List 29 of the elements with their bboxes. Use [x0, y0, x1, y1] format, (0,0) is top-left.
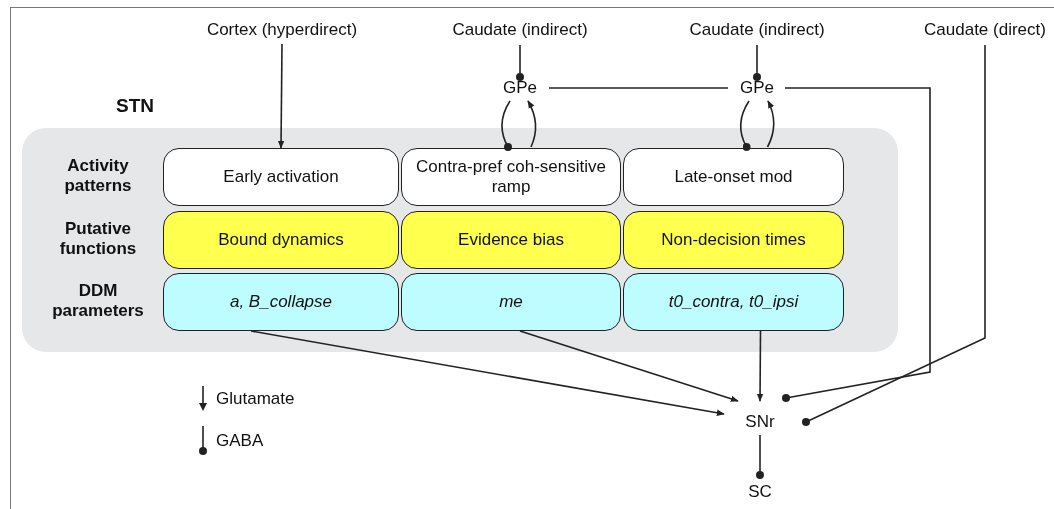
legend-text: GABA	[216, 431, 264, 451]
connector-arrow	[519, 330, 739, 402]
region-label: SC	[746, 481, 774, 503]
legend-text: Glutamate	[216, 389, 295, 409]
row-label: Activity patterns	[63, 155, 133, 197]
connector-arrow	[277, 43, 285, 149]
rounded-box: me	[401, 273, 621, 331]
rounded-box: Bound dynamics	[163, 211, 399, 269]
row-label: DDM parameters	[51, 280, 145, 322]
rounded-box: Evidence bias	[401, 211, 621, 269]
region-label: GPe	[735, 77, 779, 99]
region-label: Caudate (direct)	[918, 19, 1052, 41]
rounded-box: t0_contra, t0_ipsi	[623, 273, 844, 331]
region-label: GPe	[498, 77, 542, 99]
rounded-box: Contra-pref coh-sensitive ramp	[401, 148, 621, 206]
row-label: Putative functions	[58, 218, 138, 260]
connector-arrow	[527, 100, 537, 148]
region-label: Caudate (indirect)	[445, 19, 595, 41]
panel-heading: STN	[116, 95, 154, 117]
region-label: Cortex (hyperdirect)	[190, 19, 374, 41]
connector-arrow	[250, 330, 725, 416]
connector-arrow	[756, 330, 764, 402]
region-label: Caudate (indirect)	[682, 19, 832, 41]
connector-arrow	[766, 100, 775, 148]
rounded-box: Late-onset mod	[623, 148, 844, 206]
region-label: SNr	[740, 411, 780, 433]
rounded-box: Non-decision times	[623, 211, 844, 269]
rounded-box: Early activation	[163, 148, 399, 206]
rounded-box: a, B_collapse	[163, 273, 399, 331]
